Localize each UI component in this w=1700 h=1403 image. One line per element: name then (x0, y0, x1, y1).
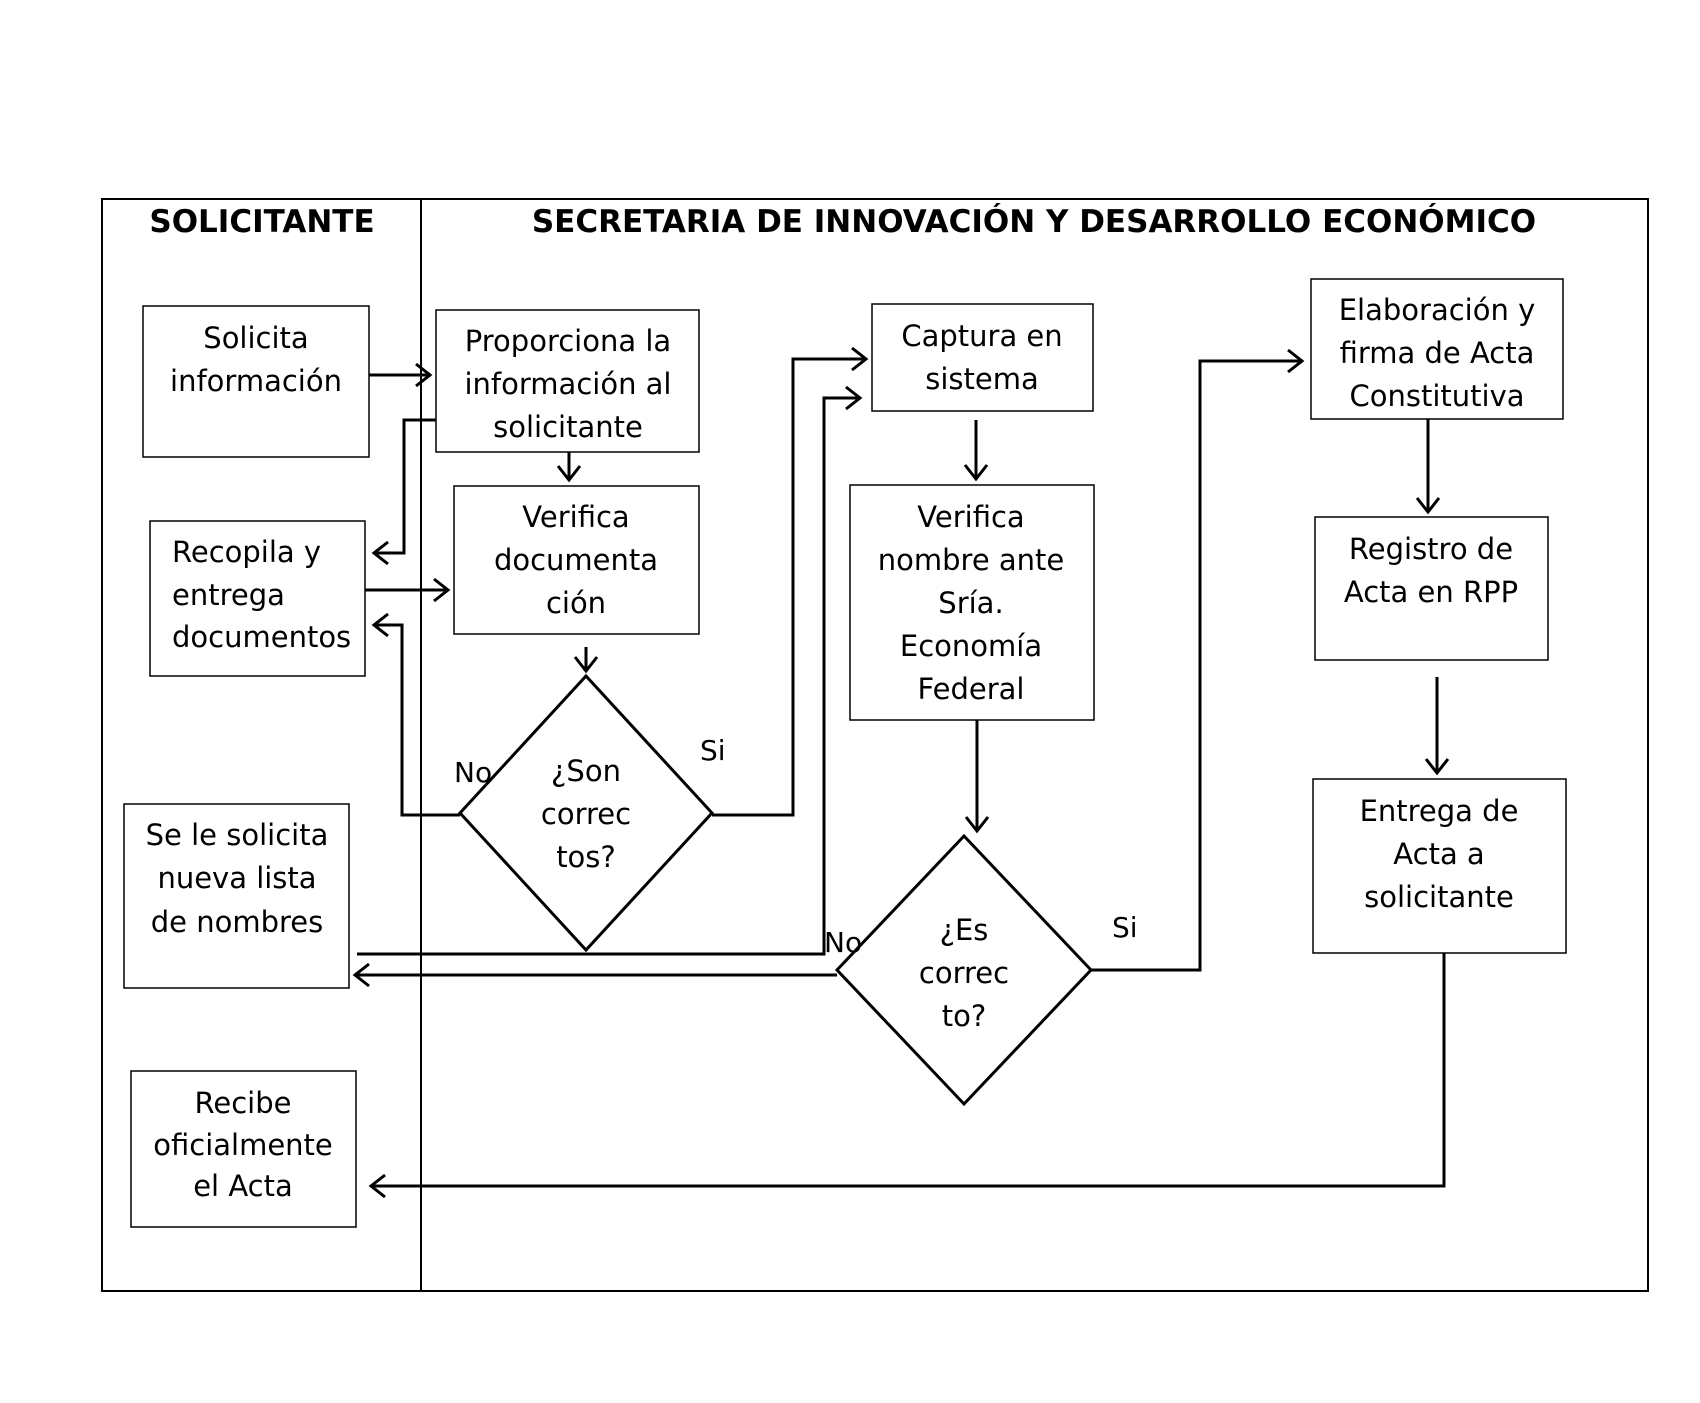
node-line: Recibe (195, 1086, 292, 1120)
node-line: Sría. (938, 586, 1003, 620)
node-line: nombre ante (878, 543, 1065, 577)
connector-decision-si-to-elaboracion (1091, 348, 1305, 972)
node-captura-sistema: Captura en sistema (871, 303, 1094, 412)
node-line: sistema (925, 362, 1039, 396)
label-no-1: No (454, 756, 492, 789)
connector-verifica-nombre-to-decision (964, 720, 990, 834)
node-line: solicitante (493, 410, 643, 444)
node-line: ¿Es (940, 913, 989, 947)
node-line: Se le solicita (146, 818, 329, 852)
node-line: Proporciona la (465, 324, 671, 358)
decision-son-correctos: ¿Son correc tos? (457, 673, 715, 953)
node-line: oficialmente (153, 1128, 333, 1162)
node-line: de nombres (151, 905, 324, 939)
connector-captura-to-verifica-nombre (963, 420, 989, 482)
label-no-2: No (824, 926, 862, 959)
node-line: Economía (900, 629, 1042, 663)
node-verifica-documentacion: Verifica documenta ción (453, 485, 700, 635)
node-line: tos? (556, 840, 616, 874)
node-solicita-informacion: Solicita información (142, 305, 370, 458)
node-line: Elaboración y (1339, 293, 1536, 327)
node-solicita-nueva-lista: Se le solicita nueva lista de nombres (123, 803, 350, 989)
lane-title-solicitante: SOLICITANTE (149, 204, 374, 240)
connector-verifica-to-decision (573, 647, 599, 674)
node-line: Acta en RPP (1344, 575, 1518, 609)
node-line: documenta (494, 543, 658, 577)
node-line: nueva lista (157, 861, 316, 895)
node-line: Verifica (522, 500, 629, 534)
node-line: to? (942, 999, 987, 1033)
node-line: solicitante (1364, 880, 1514, 914)
node-entrega-acta: Entrega de Acta a solicitante (1312, 778, 1567, 954)
connector-decision-no-to-recopila (371, 612, 460, 817)
connector-proporciona-to-verifica (556, 452, 582, 483)
node-line: Acta a (1393, 837, 1484, 871)
node-line: el Acta (193, 1169, 293, 1203)
node-line: correc (919, 956, 1009, 990)
node-line: ción (546, 586, 606, 620)
connector-registro-to-entrega (1424, 677, 1450, 776)
node-line: documentos (172, 620, 351, 654)
node-registro-rpp: Registro de Acta en RPP (1314, 516, 1549, 661)
node-proporciona-informacion: Proporciona la información al solicitant… (435, 309, 700, 453)
node-line: correc (541, 797, 631, 831)
node-line: información (170, 364, 342, 398)
node-recopila-documentos: Recopila y entrega documentos (149, 520, 366, 677)
label-si-2: Si (1112, 911, 1138, 944)
connector-solicita-to-proporciona (369, 362, 433, 388)
node-line: Registro de (1349, 532, 1513, 566)
node-line: entrega (172, 578, 285, 612)
connector-proporciona-to-recopila (371, 418, 436, 566)
node-line: firma de Acta (1340, 336, 1535, 370)
connector-entrega-to-recibe (368, 953, 1446, 1199)
node-line: Constitutiva (1349, 379, 1524, 413)
diagram-frame (101, 198, 1649, 1292)
connector-elaboracion-to-registro (1415, 419, 1441, 515)
connector-solicita-nueva-to-captura (357, 385, 863, 956)
node-elaboracion-acta: Elaboración y firma de Acta Constitutiva (1310, 278, 1564, 420)
node-recibe-acta: Recibe oficialmente el Acta (130, 1070, 357, 1228)
node-line: Entrega de (1360, 794, 1519, 828)
connector-decision-si-to-captura (712, 346, 869, 817)
node-line: Solicita (203, 321, 308, 355)
node-line: Federal (918, 672, 1025, 706)
node-verifica-nombre: Verifica nombre ante Sría. Economía Fede… (849, 484, 1095, 721)
node-line: Recopila y (172, 535, 321, 569)
node-line: ¿Son (551, 754, 621, 788)
connector-decision-no-to-solicita-nueva (352, 962, 837, 988)
node-line: Verifica (917, 500, 1024, 534)
node-line: Captura en (901, 319, 1062, 353)
decision-es-correcto: ¿Es correc to? (834, 833, 1094, 1107)
node-line: información al (465, 367, 672, 401)
label-si-1: Si (700, 734, 726, 767)
lane-title-secretaria: SECRETARIA DE INNOVACIÓN Y DESARROLLO EC… (532, 203, 1536, 240)
connector-recopila-to-verifica (365, 577, 451, 603)
